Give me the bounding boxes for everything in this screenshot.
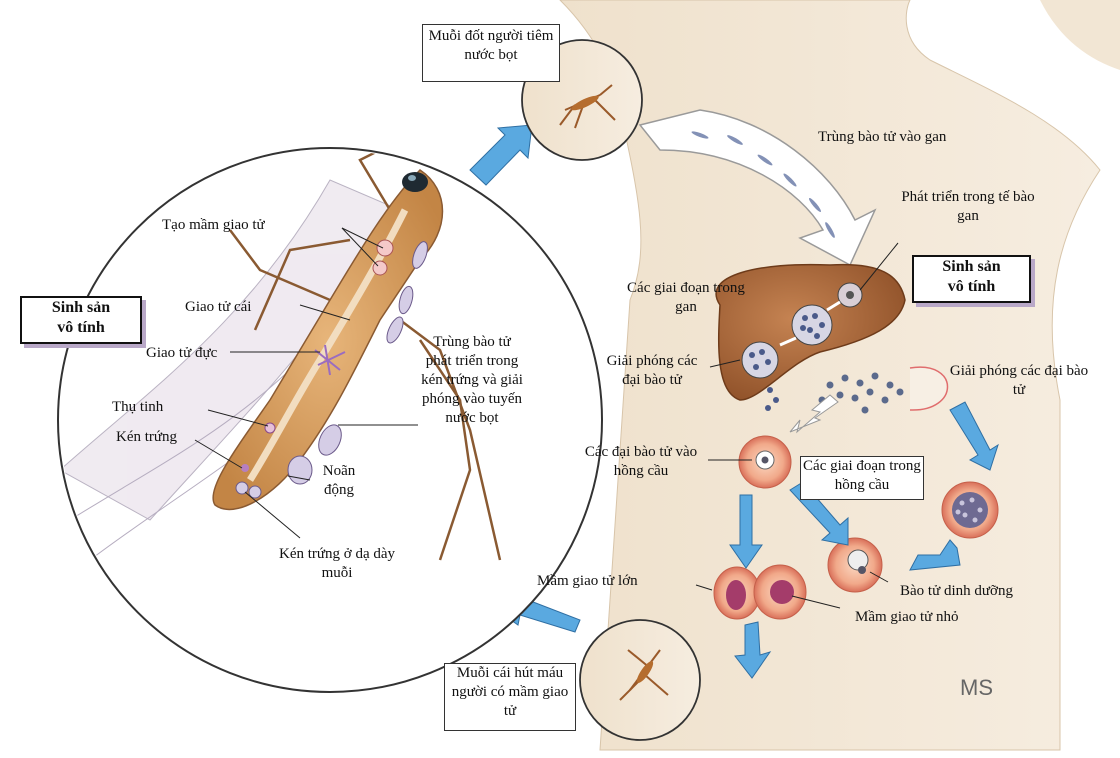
gametocyte-1: [377, 240, 393, 256]
oocyst-shape: [236, 482, 248, 494]
zygote: [265, 423, 275, 433]
label-stages-rbc: Các giai đoạn trong hồng cầu: [800, 456, 924, 500]
label-trophozoite: Bào tử dinh dưỡng: [900, 582, 1013, 601]
label-sporozoites-liver: Trùng bào tử vào gan: [818, 128, 946, 147]
label-microgametocyte: Mầm giao tử nhỏ: [855, 608, 959, 627]
label-mosquito-bites: Muỗi đốt người tiêm nước bọt: [422, 24, 560, 82]
label-macrogametocyte: Mầm giao tử lớn: [537, 572, 638, 591]
label-sporozoite-develop: Trùng bào tử phát triển trong kén trứng …: [420, 333, 524, 428]
label-ookinete: Noãn động: [314, 462, 364, 500]
liver-schizont: [792, 305, 832, 345]
label-oocyst: Kén trứng: [116, 428, 177, 447]
mosquito-eye: [402, 172, 428, 192]
label-gametocyte-formation: Tạo mầm giao tử: [162, 216, 265, 235]
label-fertilization: Thụ tinh: [112, 398, 163, 417]
label-develop-liver-cells: Phát triển trong tế bào gan: [898, 188, 1038, 226]
label-female-mosquito: Muỗi cái hút máu người có mầm giao tử: [444, 663, 576, 731]
label-merozoites-rbc: Các đại bào tử vào hồng cầu: [572, 443, 710, 481]
label-stages-liver: Các giai đoạn trong gan: [626, 278, 746, 332]
shoulder-shape: [1040, 0, 1120, 70]
liver-schizont-rupturing: [742, 342, 778, 378]
label-female-gamete: Giao tử cái: [185, 298, 251, 317]
label-release-merozoites-right: Giải phóng các đại bào tử: [944, 362, 1094, 400]
label-release-merozoites-left: Giải phóng các đại bào tử: [596, 352, 708, 390]
label-male-gamete: Giao tử đực: [146, 344, 217, 363]
artist-signature: MS: [960, 675, 993, 700]
ookinete-shape: [241, 464, 249, 472]
arrow-to-bite: [470, 125, 532, 185]
label-oocyst-stomach: Kén trứng ở dạ dày muỗi: [272, 545, 402, 583]
